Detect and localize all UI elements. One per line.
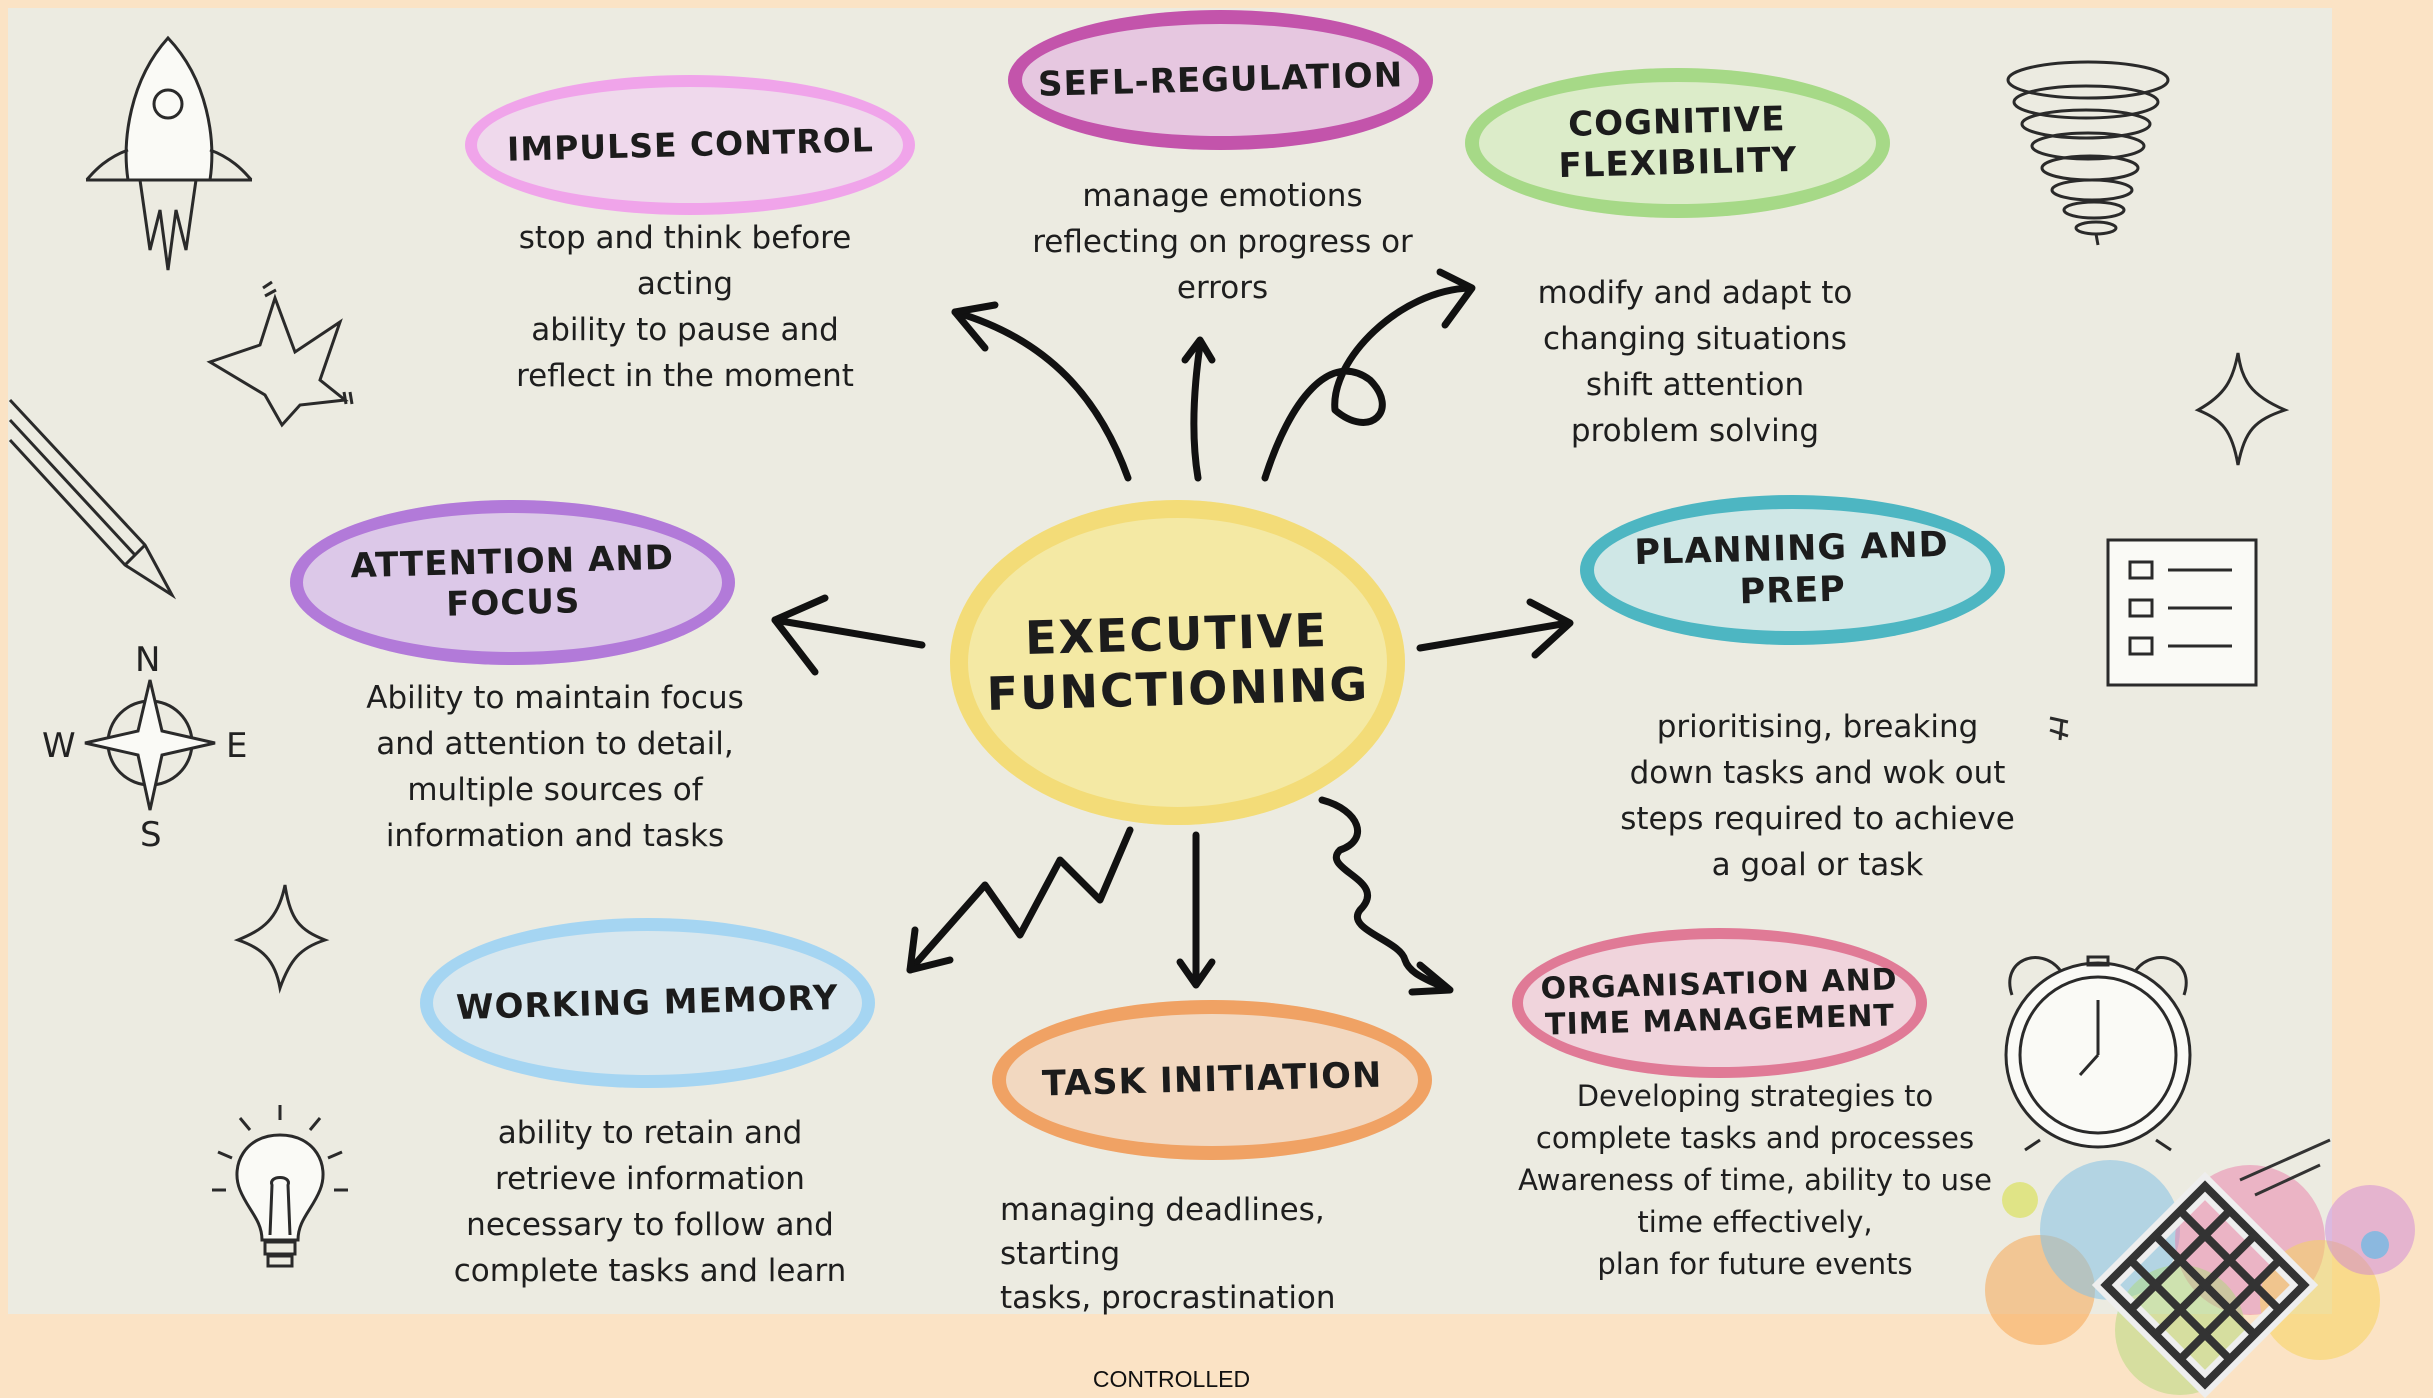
compass-south-label: S <box>140 815 162 855</box>
node-impulse-title: Impulse control <box>506 120 874 169</box>
node-planning-desc: prioritising, breaking down tasks and wo… <box>1620 709 2015 883</box>
node-attention-title: Attention and focus <box>349 537 675 625</box>
center-title: EXECUTIVE FUNCTIONING <box>986 603 1371 722</box>
node-cognitive-flexibility: Cognitive flexibility <box>1465 68 1890 218</box>
node-planning-title: Planning and prep <box>1634 524 1950 613</box>
node-organisation-desc: Developing strategies to complete tasks … <box>1518 1079 1992 1281</box>
node-attention-desc: Ability to maintain focus and attention … <box>366 680 744 854</box>
compass-west-label: W <box>42 726 76 766</box>
node-organisation-time: Organisation and time management <box>1512 928 1927 1078</box>
center-bubble: EXECUTIVE FUNCTIONING <box>950 500 1405 825</box>
node-task-title: Task initiation <box>1041 1055 1383 1105</box>
node-memory-title: Working memory <box>455 977 840 1028</box>
footer-label: CONTROLLED <box>1092 1366 1251 1392</box>
node-cognitive-desc: modify and adapt to changing situations … <box>1537 275 1853 449</box>
compass-east-label: E <box>226 726 248 766</box>
node-impulse-desc: stop and think before acting ability to … <box>516 220 854 394</box>
node-task-initiation: Task initiation <box>992 1000 1432 1160</box>
node-self-regulation: Sefl-regulation <box>1008 10 1433 150</box>
node-selfreg-desc: manage emotions reflecting on progress o… <box>1032 178 1413 306</box>
compass-north-label: N <box>135 640 161 680</box>
node-working-memory: Working memory <box>420 918 875 1088</box>
node-task-desc: managing deadlines, starting tasks, proc… <box>1000 1192 1336 1316</box>
node-memory-desc: ability to retain and retrieve informati… <box>453 1115 847 1289</box>
node-selfreg-title: Sefl-regulation <box>1037 54 1404 105</box>
node-cognitive-title: Cognitive flexibility <box>1558 99 1798 187</box>
node-impulse-control: Impulse control <box>465 75 915 215</box>
node-planning-prep: Planning and prep <box>1580 495 2005 645</box>
node-organisation-title: Organisation and time management <box>1540 962 1898 1043</box>
node-attention-focus: Attention and focus <box>290 500 735 665</box>
